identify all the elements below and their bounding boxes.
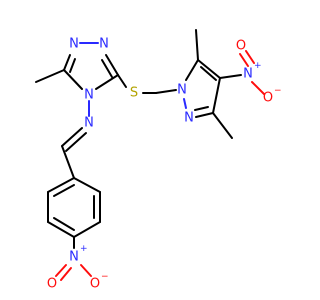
bond-c3p-n2p — [195, 112, 214, 118]
bond-c5p-c4p — [197, 59, 221, 79]
atom-n-nitro-pyrazole: N — [243, 67, 253, 82]
molecule-structure: N N N N S N N N + O − O N + O − O — [35, 29, 282, 292]
charge-n-nitro-phenyl: + — [80, 244, 88, 254]
bond-ph4-ph5-double — [53, 217, 75, 231]
charge-n-nitro-pyrazole: + — [254, 61, 262, 71]
atom-labels: N N N N S N N N + O − O N + O − O — [47, 37, 282, 292]
atom-n-pyrazole-2: N — [184, 111, 194, 126]
bond-c5p-c4p-double — [200, 66, 217, 81]
bond-n2-c3-double — [101, 59, 113, 78]
bond-ch2-npyr — [155, 89, 177, 94]
bond-c3-s — [117, 74, 127, 88]
bond-nnitro2-o2 — [55, 264, 67, 277]
bond-n1p-c5p — [185, 59, 199, 81]
atom-o-nitro-pyrazole-1: O — [263, 91, 273, 106]
bond-nnitro2-o2-double — [60, 267, 72, 281]
bond-nnitro-o2-double — [245, 50, 255, 64]
bond-c5-n1 — [63, 54, 71, 71]
atom-n-imine: N — [84, 116, 94, 131]
bond-ph6-ph1 — [47, 177, 75, 193]
atom-o-nitro-phenyl-1: O — [90, 277, 100, 292]
bond-c3-n4 — [95, 74, 119, 90]
bond-c5-n1-double — [69, 58, 76, 73]
atom-o-nitro-pyrazole-2: O — [236, 39, 246, 54]
atom-n-triazole-2: N — [99, 37, 109, 52]
bond-c3p-methyl — [212, 112, 233, 139]
atom-n-nitro-phenyl: N — [69, 250, 79, 265]
charge-o-nitro-phenyl-1: − — [101, 272, 109, 282]
atom-n-triazole-1: N — [69, 37, 79, 52]
charge-o-nitro-pyrazole-1: − — [274, 86, 282, 96]
bonds — [35, 29, 265, 281]
bond-c3p-n2p-double — [194, 106, 209, 111]
bond-ph6-ph1-double — [53, 184, 75, 197]
atom-s-thioether: S — [130, 86, 138, 101]
bond-c4p-c3p — [212, 77, 221, 114]
bond-nnitro2-o1 — [80, 264, 92, 277]
bond-n2-c3 — [105, 54, 119, 76]
bond-nimine-ch — [61, 127, 83, 147]
atom-n-pyrazole-1: N — [177, 83, 187, 98]
bond-nnitro-o1 — [251, 81, 265, 95]
bond-nimine-ch-double — [65, 132, 87, 152]
bond-nnitro-o2 — [239, 53, 249, 67]
bond-ph4-ph5 — [47, 221, 75, 238]
atom-o-nitro-phenyl-2: O — [47, 277, 57, 292]
bond-c4p-nnitro — [219, 74, 242, 79]
bond-ph1-ph2 — [73, 177, 101, 193]
bond-c5-methyl — [35, 69, 65, 83]
bond-n4-c5 — [63, 69, 83, 90]
bond-ph3-ph4 — [73, 221, 101, 238]
bond-c5p-methyl — [195, 29, 199, 61]
bond-n2p-n1p — [183, 98, 187, 109]
bond-ch-phenyl — [61, 145, 75, 179]
atom-n-triazole-4: N — [84, 88, 94, 103]
